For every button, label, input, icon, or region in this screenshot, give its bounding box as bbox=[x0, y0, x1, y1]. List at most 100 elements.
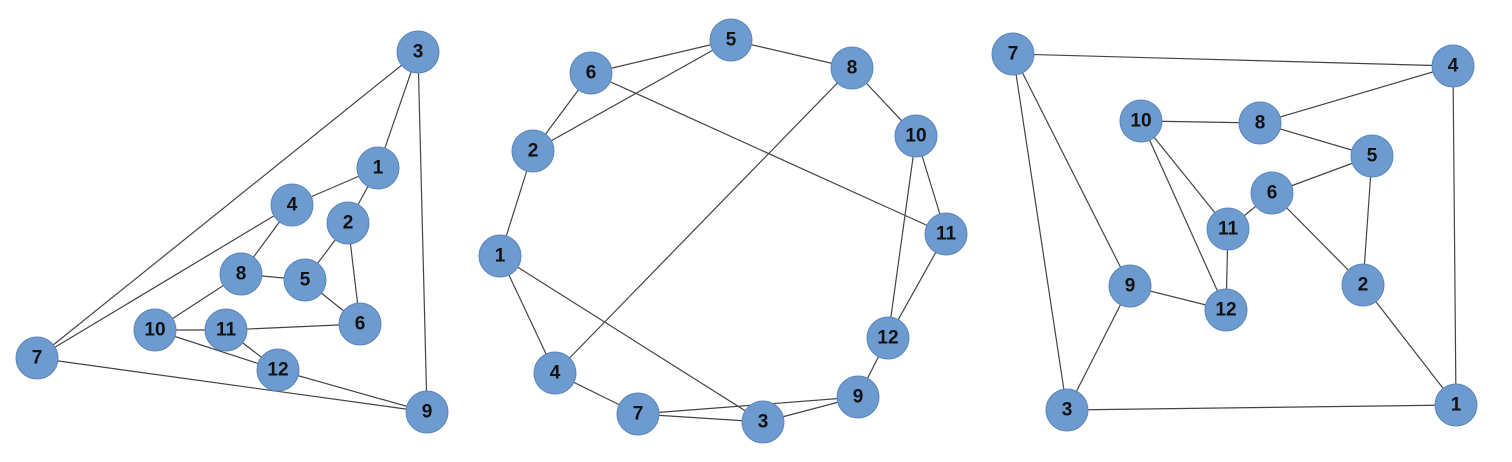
edge-3-7 bbox=[36, 51, 419, 359]
node-4: 4 bbox=[1431, 44, 1475, 88]
node-label: 7 bbox=[633, 404, 644, 425]
node-7: 7 bbox=[15, 336, 59, 380]
node-circle bbox=[1108, 264, 1152, 308]
edge-4-8 bbox=[1259, 65, 1454, 124]
node-label: 8 bbox=[847, 58, 858, 79]
node-label: 9 bbox=[1125, 276, 1136, 297]
node-label: 6 bbox=[355, 314, 366, 335]
node-circle bbox=[405, 390, 449, 434]
node-4: 4 bbox=[270, 183, 314, 227]
node-label: 12 bbox=[1215, 300, 1236, 321]
node-circle bbox=[709, 18, 753, 62]
node-label: 6 bbox=[1267, 183, 1278, 204]
node-circle bbox=[219, 252, 263, 296]
node-circle bbox=[270, 183, 314, 227]
node-label: 2 bbox=[343, 213, 354, 234]
node-label: 1 bbox=[373, 158, 384, 179]
edge-7-9 bbox=[637, 396, 859, 415]
node-circle bbox=[1238, 101, 1282, 145]
node-label: 2 bbox=[1358, 275, 1369, 296]
edge-5-2 bbox=[1362, 155, 1373, 286]
node-5: 5 bbox=[709, 18, 753, 62]
node-2: 2 bbox=[326, 201, 370, 245]
node-12: 12 bbox=[256, 348, 300, 392]
node-label: 12 bbox=[877, 328, 898, 349]
edge-6-2 bbox=[1271, 192, 1364, 286]
node-label: 10 bbox=[144, 320, 165, 341]
node-circle bbox=[616, 392, 660, 436]
edge-9-3 bbox=[1066, 285, 1131, 411]
node-circle bbox=[741, 400, 785, 444]
edge-5-2 bbox=[532, 39, 732, 152]
node-circle bbox=[836, 375, 880, 419]
node-circle bbox=[991, 32, 1035, 76]
edge-4-7 bbox=[36, 204, 293, 359]
node-label: 7 bbox=[32, 348, 43, 369]
node-1: 1 bbox=[478, 234, 522, 278]
node-circle bbox=[1204, 288, 1248, 332]
node-label: 5 bbox=[1367, 146, 1378, 167]
node-circle bbox=[356, 146, 400, 190]
edge-10-12 bbox=[1140, 120, 1227, 311]
edge-7-9 bbox=[1012, 53, 1131, 287]
node-circle bbox=[396, 30, 440, 74]
node-9: 9 bbox=[1108, 264, 1152, 308]
node-circle bbox=[866, 316, 910, 360]
edge-12-9 bbox=[277, 369, 428, 413]
node-2: 2 bbox=[511, 129, 555, 173]
node-2: 2 bbox=[1341, 263, 1385, 307]
node-1: 1 bbox=[1434, 383, 1478, 427]
node-circle bbox=[511, 129, 555, 173]
node-label: 4 bbox=[287, 195, 298, 216]
node-8: 8 bbox=[830, 46, 874, 90]
edge-3-9 bbox=[417, 51, 428, 413]
node-label: 1 bbox=[1451, 395, 1462, 416]
node-label: 6 bbox=[586, 63, 597, 84]
edge-7-4 bbox=[1012, 53, 1454, 67]
node-9: 9 bbox=[836, 375, 880, 419]
node-label: 1 bbox=[495, 246, 506, 267]
edge-10-11 bbox=[1140, 120, 1229, 230]
node-9: 9 bbox=[405, 390, 449, 434]
node-circle bbox=[1045, 388, 1089, 432]
node-circle bbox=[256, 348, 300, 392]
node-circle bbox=[326, 201, 370, 245]
edge-4-1 bbox=[1452, 65, 1457, 406]
edge-11-6 bbox=[225, 323, 361, 331]
node-10: 10 bbox=[894, 114, 938, 158]
node-12: 12 bbox=[1204, 288, 1248, 332]
node-11: 11 bbox=[924, 212, 968, 256]
edge-10-12 bbox=[887, 135, 917, 339]
node-3: 3 bbox=[396, 30, 440, 74]
node-label: 3 bbox=[1062, 400, 1073, 421]
node-label: 4 bbox=[1448, 56, 1459, 77]
edge-1-4 bbox=[499, 255, 556, 374]
edge-1-3 bbox=[499, 255, 764, 423]
node-label: 9 bbox=[853, 387, 864, 408]
node-circle bbox=[894, 114, 938, 158]
node-label: 2 bbox=[528, 141, 539, 162]
node-circle bbox=[133, 308, 177, 352]
node-11: 11 bbox=[1206, 207, 1250, 251]
node-label: 8 bbox=[1255, 113, 1266, 134]
node-3: 3 bbox=[1045, 388, 1089, 432]
node-circle bbox=[924, 212, 968, 256]
node-10: 10 bbox=[1119, 99, 1163, 143]
node-label: 7 bbox=[1008, 44, 1019, 65]
node-label: 9 bbox=[422, 402, 433, 423]
node-circle bbox=[1206, 207, 1250, 251]
node-7: 7 bbox=[616, 392, 660, 436]
node-label: 3 bbox=[758, 412, 769, 433]
node-label: 11 bbox=[1218, 219, 1239, 240]
node-4: 4 bbox=[533, 351, 577, 395]
node-circle bbox=[1434, 383, 1478, 427]
node-circle bbox=[204, 308, 248, 352]
node-3: 3 bbox=[741, 400, 785, 444]
node-circle bbox=[1250, 171, 1294, 215]
node-8: 8 bbox=[219, 252, 263, 296]
node-10: 10 bbox=[133, 308, 177, 352]
node-6: 6 bbox=[338, 302, 382, 346]
node-circle bbox=[283, 258, 327, 302]
